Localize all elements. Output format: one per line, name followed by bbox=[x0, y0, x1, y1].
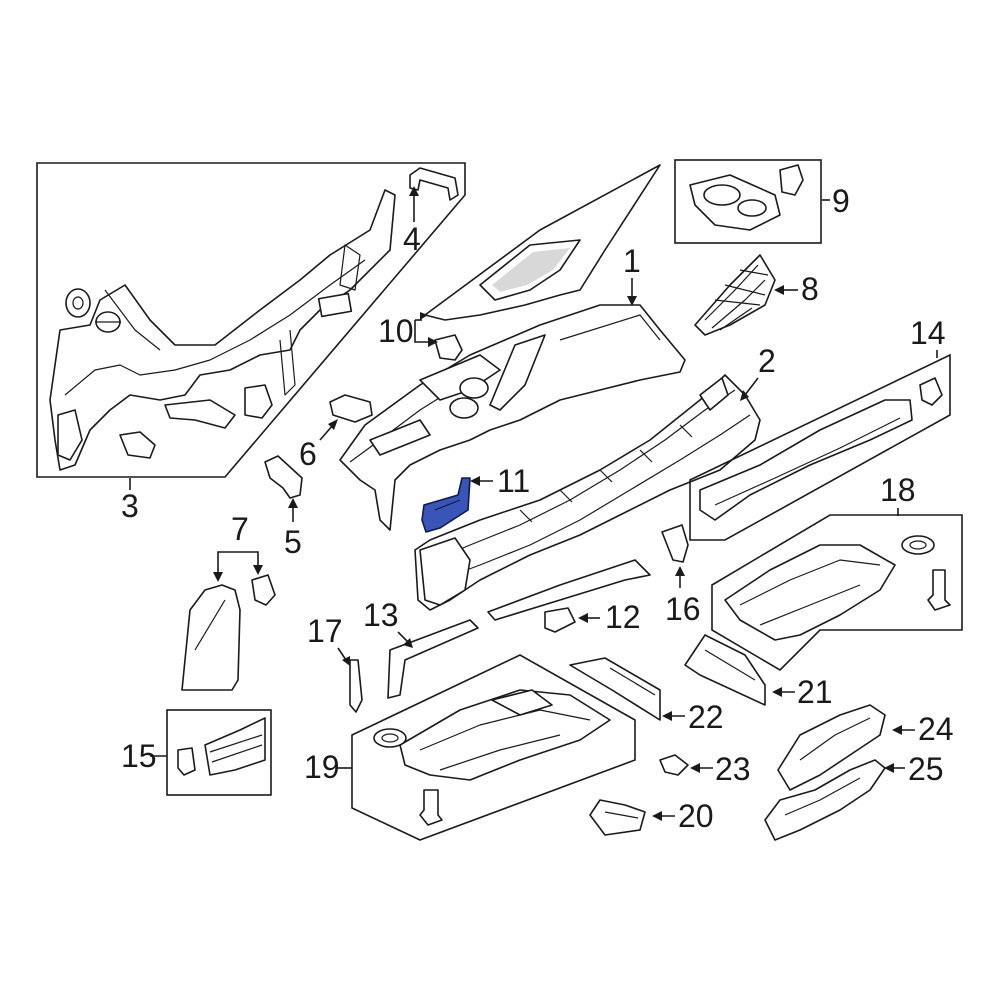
callout-25: 25 bbox=[908, 751, 944, 787]
part-2-lower-dash-structure[interactable] bbox=[414, 374, 761, 611]
part-13-trim-strip[interactable] bbox=[387, 559, 651, 699]
part-10-clip[interactable] bbox=[414, 312, 463, 361]
callout-4: 4 bbox=[403, 221, 421, 257]
callout-23: 23 bbox=[715, 751, 751, 787]
callout-14: 14 bbox=[910, 315, 946, 351]
callout-9: 9 bbox=[832, 183, 850, 219]
callout-20: 20 bbox=[678, 798, 714, 834]
callout-19: 19 bbox=[304, 749, 340, 785]
part-19-lower-panel[interactable] bbox=[351, 654, 636, 841]
callout-2: 2 bbox=[758, 343, 776, 379]
cross-car-beam-outline bbox=[49, 189, 396, 471]
callout-7: 7 bbox=[231, 511, 249, 547]
part-5-bracket[interactable] bbox=[264, 455, 303, 522]
callout-8: 8 bbox=[801, 271, 819, 307]
callout-labels: 1 2 3 4 5 6 7 8 9 10 11 12 13 14 15 16 1… bbox=[121, 183, 954, 834]
part-18-panel[interactable] bbox=[711, 514, 963, 672]
part-22-trim[interactable] bbox=[569, 657, 685, 721]
part-15-group-box bbox=[166, 709, 272, 796]
part-15-vent[interactable] bbox=[166, 709, 272, 796]
callout-16: 16 bbox=[665, 591, 701, 627]
callout-6: 6 bbox=[299, 436, 317, 472]
callout-21: 21 bbox=[797, 674, 833, 710]
part-3-group-box bbox=[36, 162, 466, 478]
part-6-module[interactable] bbox=[319, 394, 373, 441]
part-7-side-trim[interactable] bbox=[181, 551, 276, 691]
callout-22: 22 bbox=[688, 699, 724, 735]
part-9-cup-holder[interactable] bbox=[674, 159, 822, 244]
part-17-bracket[interactable] bbox=[337, 647, 363, 713]
callout-5: 5 bbox=[284, 524, 302, 560]
part-21-bracket[interactable] bbox=[684, 634, 795, 706]
callout-24: 24 bbox=[918, 711, 954, 747]
callout-12: 12 bbox=[605, 599, 641, 635]
part-19-group-box bbox=[351, 654, 636, 841]
part-23-cap[interactable] bbox=[659, 754, 713, 776]
part-4-bracket[interactable] bbox=[409, 167, 459, 222]
callout-18: 18 bbox=[880, 472, 916, 508]
part-14-group-box bbox=[689, 353, 951, 541]
part-1-dash-upper-panel[interactable] bbox=[339, 164, 686, 531]
callout-3: 3 bbox=[121, 488, 139, 524]
part-14-dash-trim[interactable] bbox=[689, 353, 951, 541]
callout-11: 11 bbox=[497, 463, 530, 499]
dash-main-body bbox=[339, 304, 686, 531]
part-9-group-box bbox=[674, 159, 822, 244]
leader-lines bbox=[129, 199, 938, 769]
part-11-highlighted-bracket[interactable] bbox=[421, 476, 493, 533]
callout-15: 15 bbox=[121, 738, 157, 774]
part-3-cross-car-beam[interactable] bbox=[36, 162, 466, 478]
callout-1: 1 bbox=[623, 243, 641, 279]
callout-13: 13 bbox=[363, 597, 399, 633]
part-12-clip[interactable] bbox=[544, 607, 600, 633]
part-8-storage-net[interactable] bbox=[694, 254, 798, 336]
part-18-group-box bbox=[711, 514, 963, 672]
part-16-clip[interactable] bbox=[661, 524, 689, 588]
part-20-bracket[interactable] bbox=[589, 799, 675, 836]
callout-17: 17 bbox=[307, 613, 343, 649]
part-25-duct[interactable] bbox=[764, 759, 905, 841]
part-24-duct[interactable] bbox=[777, 704, 915, 791]
callout-10: 10 bbox=[378, 313, 414, 349]
